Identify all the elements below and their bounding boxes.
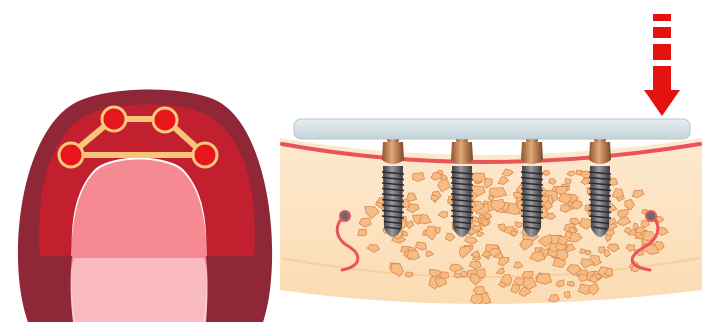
arrow-shaft	[653, 66, 671, 90]
cross-section-view	[280, 119, 702, 305]
implant-marker-2	[102, 107, 126, 131]
abutment-body	[451, 142, 473, 164]
bone-chip	[565, 178, 571, 184]
arch-lower-right	[206, 256, 271, 322]
bone-chip	[358, 229, 367, 236]
arch-lower-left	[19, 256, 73, 322]
arrow-head	[644, 90, 680, 116]
arrow-dash-2	[653, 27, 671, 38]
prosthesis-bar	[294, 119, 690, 139]
left-canal-opening	[340, 211, 350, 221]
abutment-body	[521, 142, 543, 164]
implant-marker-1	[59, 143, 83, 167]
abutment-body	[382, 142, 404, 164]
dental-arch-view	[18, 90, 272, 322]
right-canal-opening	[646, 211, 656, 221]
arrow-dash-1	[653, 14, 671, 21]
arrow-dash-3	[653, 44, 671, 60]
implant-1	[382, 132, 404, 237]
palate-light	[69, 258, 209, 322]
load-arrow	[644, 14, 680, 116]
implant-4	[589, 132, 611, 237]
implant-marker-4	[193, 143, 217, 167]
implant-3	[521, 132, 543, 237]
bone-chip	[536, 274, 552, 285]
implant-2	[451, 132, 473, 237]
implant-marker-3	[153, 108, 177, 132]
bone-chip	[579, 275, 588, 282]
abutment-body	[589, 142, 611, 164]
bone-chip	[441, 272, 449, 279]
